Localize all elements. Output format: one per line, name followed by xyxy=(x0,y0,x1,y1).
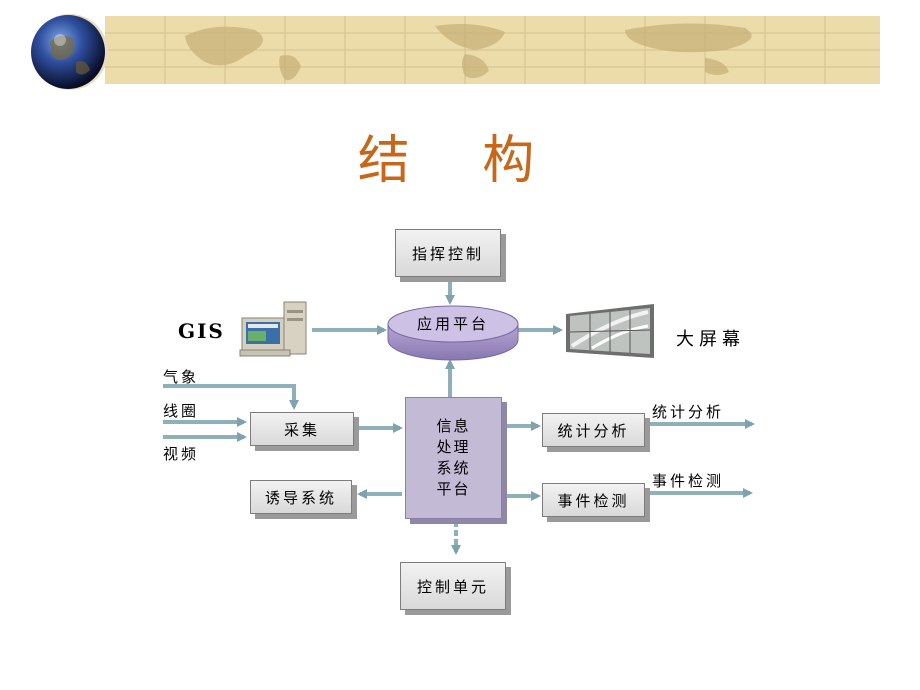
stat-analysis-box: 统计分析 xyxy=(542,413,645,447)
event-output-label: 事件检测 xyxy=(652,472,725,490)
big-screen-label: 大屏幕 xyxy=(676,329,745,350)
command-control-box: 指挥控制 xyxy=(395,229,501,277)
event-detection-box: 事件检测 xyxy=(542,483,645,517)
guidance-system-box: 诱导系统 xyxy=(250,480,352,514)
globe-icon xyxy=(30,12,110,92)
info-platform-line-3: 系统 xyxy=(436,459,471,477)
video-label: 视频 xyxy=(163,445,200,463)
event-detection-label: 事件检测 xyxy=(557,491,630,510)
big-screen-image xyxy=(566,304,654,358)
stat-analysis-label: 统计分析 xyxy=(557,421,630,440)
control-unit-label: 控制单元 xyxy=(416,577,489,596)
info-platform-line-2: 处理 xyxy=(436,438,471,456)
weather-label: 气象 xyxy=(163,368,200,386)
info-platform-line-4: 平台 xyxy=(436,480,471,498)
header-banner xyxy=(105,16,880,84)
collection-box: 采集 xyxy=(250,412,354,446)
info-platform-line-1: 信息 xyxy=(436,417,471,435)
world-map-decoration xyxy=(105,16,880,84)
gis-label: GIS xyxy=(178,319,225,343)
app-platform-label: 应用平台 xyxy=(416,315,489,333)
loop-label: 线圈 xyxy=(163,402,200,420)
page-title: 结 构 xyxy=(357,131,563,191)
guidance-system-label: 诱导系统 xyxy=(264,488,337,507)
info-platform-box: 信息 处理 系统 平台 xyxy=(405,397,502,519)
computer-icon xyxy=(239,301,307,357)
arrow-weather-to-collection xyxy=(163,384,299,410)
collection-label: 采集 xyxy=(283,420,320,439)
app-platform-disc xyxy=(387,305,519,361)
command-control-label: 指挥控制 xyxy=(411,244,484,263)
control-unit-box: 控制单元 xyxy=(400,562,506,610)
stat-output-label: 统计分析 xyxy=(652,403,725,421)
